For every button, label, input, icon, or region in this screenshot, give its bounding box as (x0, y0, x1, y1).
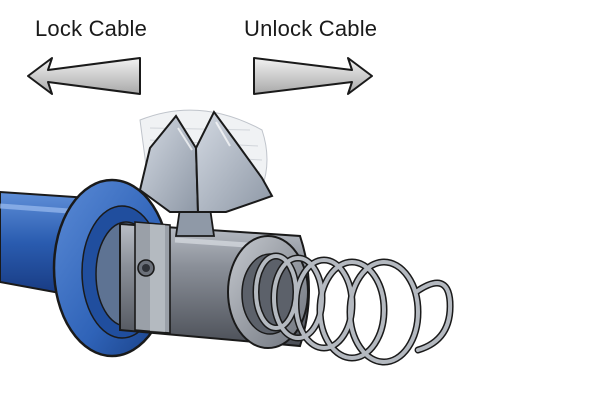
arrow-left-icon (27, 57, 141, 95)
set-screw-icon (137, 259, 155, 277)
unlock-cable-label: Unlock Cable (244, 16, 378, 41)
lock-cable-label: Lock Cable (35, 16, 148, 41)
spring-cable (252, 252, 454, 366)
arrow-right-icon (253, 57, 373, 95)
wing-nut (138, 109, 274, 237)
